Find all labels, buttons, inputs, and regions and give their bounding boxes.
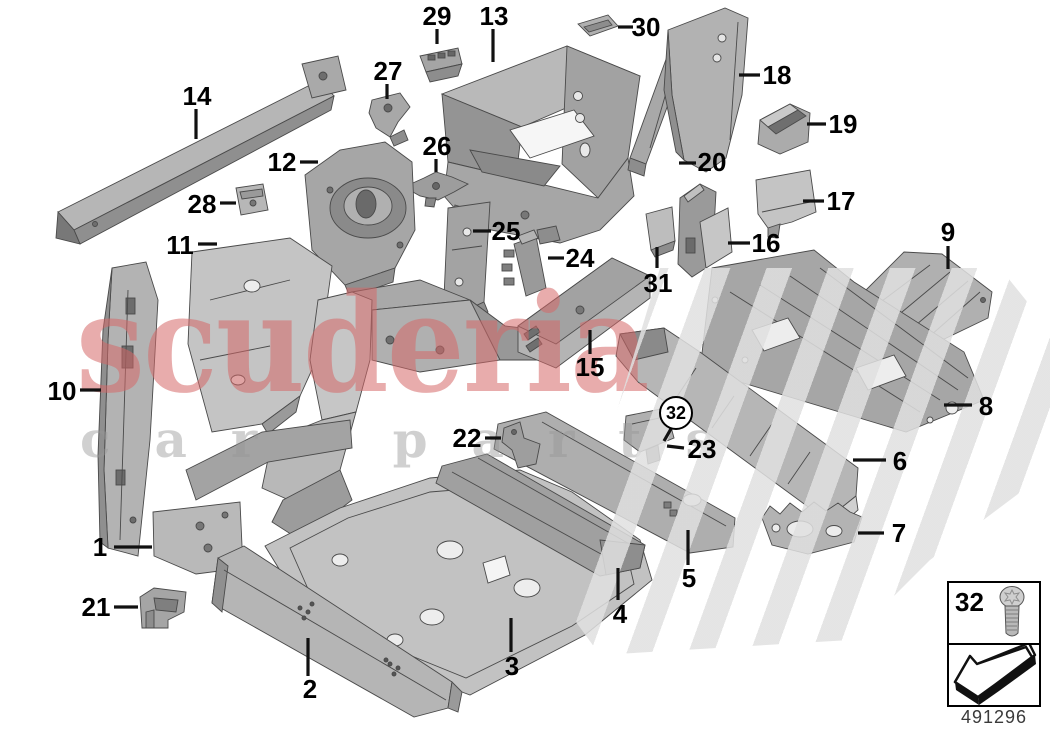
- part-26-shape: [403, 171, 470, 208]
- part-31-shape: [645, 206, 676, 258]
- callout-13[interactable]: 13: [479, 1, 509, 31]
- callout-10[interactable]: 10: [47, 376, 77, 406]
- callout-9[interactable]: 9: [940, 217, 956, 247]
- callout-12[interactable]: 12: [267, 147, 297, 177]
- callout-6[interactable]: 6: [892, 446, 908, 476]
- callout-20[interactable]: 20: [697, 147, 727, 177]
- callout-27[interactable]: 27: [373, 56, 403, 86]
- legend-fastener-cell: 32: [949, 583, 1039, 645]
- callout-18[interactable]: 18: [762, 60, 792, 90]
- callout-17[interactable]: 17: [826, 186, 856, 216]
- part-28-shape: [235, 183, 269, 216]
- part-14-shape: [55, 55, 347, 245]
- part-21-shape: [139, 587, 187, 629]
- part-22-shape: [501, 421, 541, 469]
- part-16-shape: [677, 183, 733, 278]
- callout-3[interactable]: 3: [504, 651, 520, 681]
- callout-21[interactable]: 21: [81, 592, 111, 622]
- callout-4[interactable]: 4: [612, 599, 628, 629]
- callout-19[interactable]: 19: [828, 109, 858, 139]
- callout-31[interactable]: 31: [643, 268, 673, 298]
- part-10-shape: [97, 261, 159, 557]
- part-24-shape: [501, 229, 547, 297]
- leader-line-23: [666, 444, 685, 450]
- callout-22[interactable]: 22: [452, 423, 482, 453]
- callout-26[interactable]: 26: [422, 131, 452, 161]
- callout-14[interactable]: 14: [182, 81, 212, 111]
- part-17-shape: [755, 169, 817, 239]
- callout-29[interactable]: 29: [422, 1, 452, 31]
- part-11-shape: [187, 237, 333, 435]
- callout-24[interactable]: 24: [565, 243, 595, 273]
- callout-16[interactable]: 16: [751, 228, 781, 258]
- direction-arrow-icon: [953, 645, 1037, 705]
- part-12-shape: [304, 141, 416, 298]
- callout-30[interactable]: 30: [631, 12, 661, 42]
- callout-15[interactable]: 15: [575, 352, 605, 382]
- diagram-number: 491296: [960, 707, 1028, 727]
- legend-item-number: 32: [955, 587, 984, 617]
- part-29-shape: [419, 47, 463, 83]
- callout-5[interactable]: 5: [681, 563, 697, 593]
- part-27-shape: [368, 92, 411, 147]
- callout-1[interactable]: 1: [92, 532, 108, 562]
- callout-23[interactable]: 23: [687, 434, 717, 464]
- callout-25[interactable]: 25: [491, 216, 521, 246]
- callout-8[interactable]: 8: [978, 391, 994, 421]
- legend-box: 32: [947, 581, 1041, 707]
- legend-direction-cell: [949, 645, 1039, 705]
- callout-32[interactable]: 32: [659, 396, 693, 430]
- part-18-shape: [663, 7, 749, 173]
- callout-7[interactable]: 7: [891, 518, 907, 548]
- part-13-shape: [440, 45, 642, 245]
- callout-2[interactable]: 2: [302, 674, 318, 704]
- part-19-shape: [757, 103, 811, 155]
- callout-11[interactable]: 11: [166, 230, 194, 260]
- bolt-icon: [999, 586, 1025, 637]
- callout-28[interactable]: 28: [187, 189, 217, 219]
- part-2-shape: [211, 545, 463, 718]
